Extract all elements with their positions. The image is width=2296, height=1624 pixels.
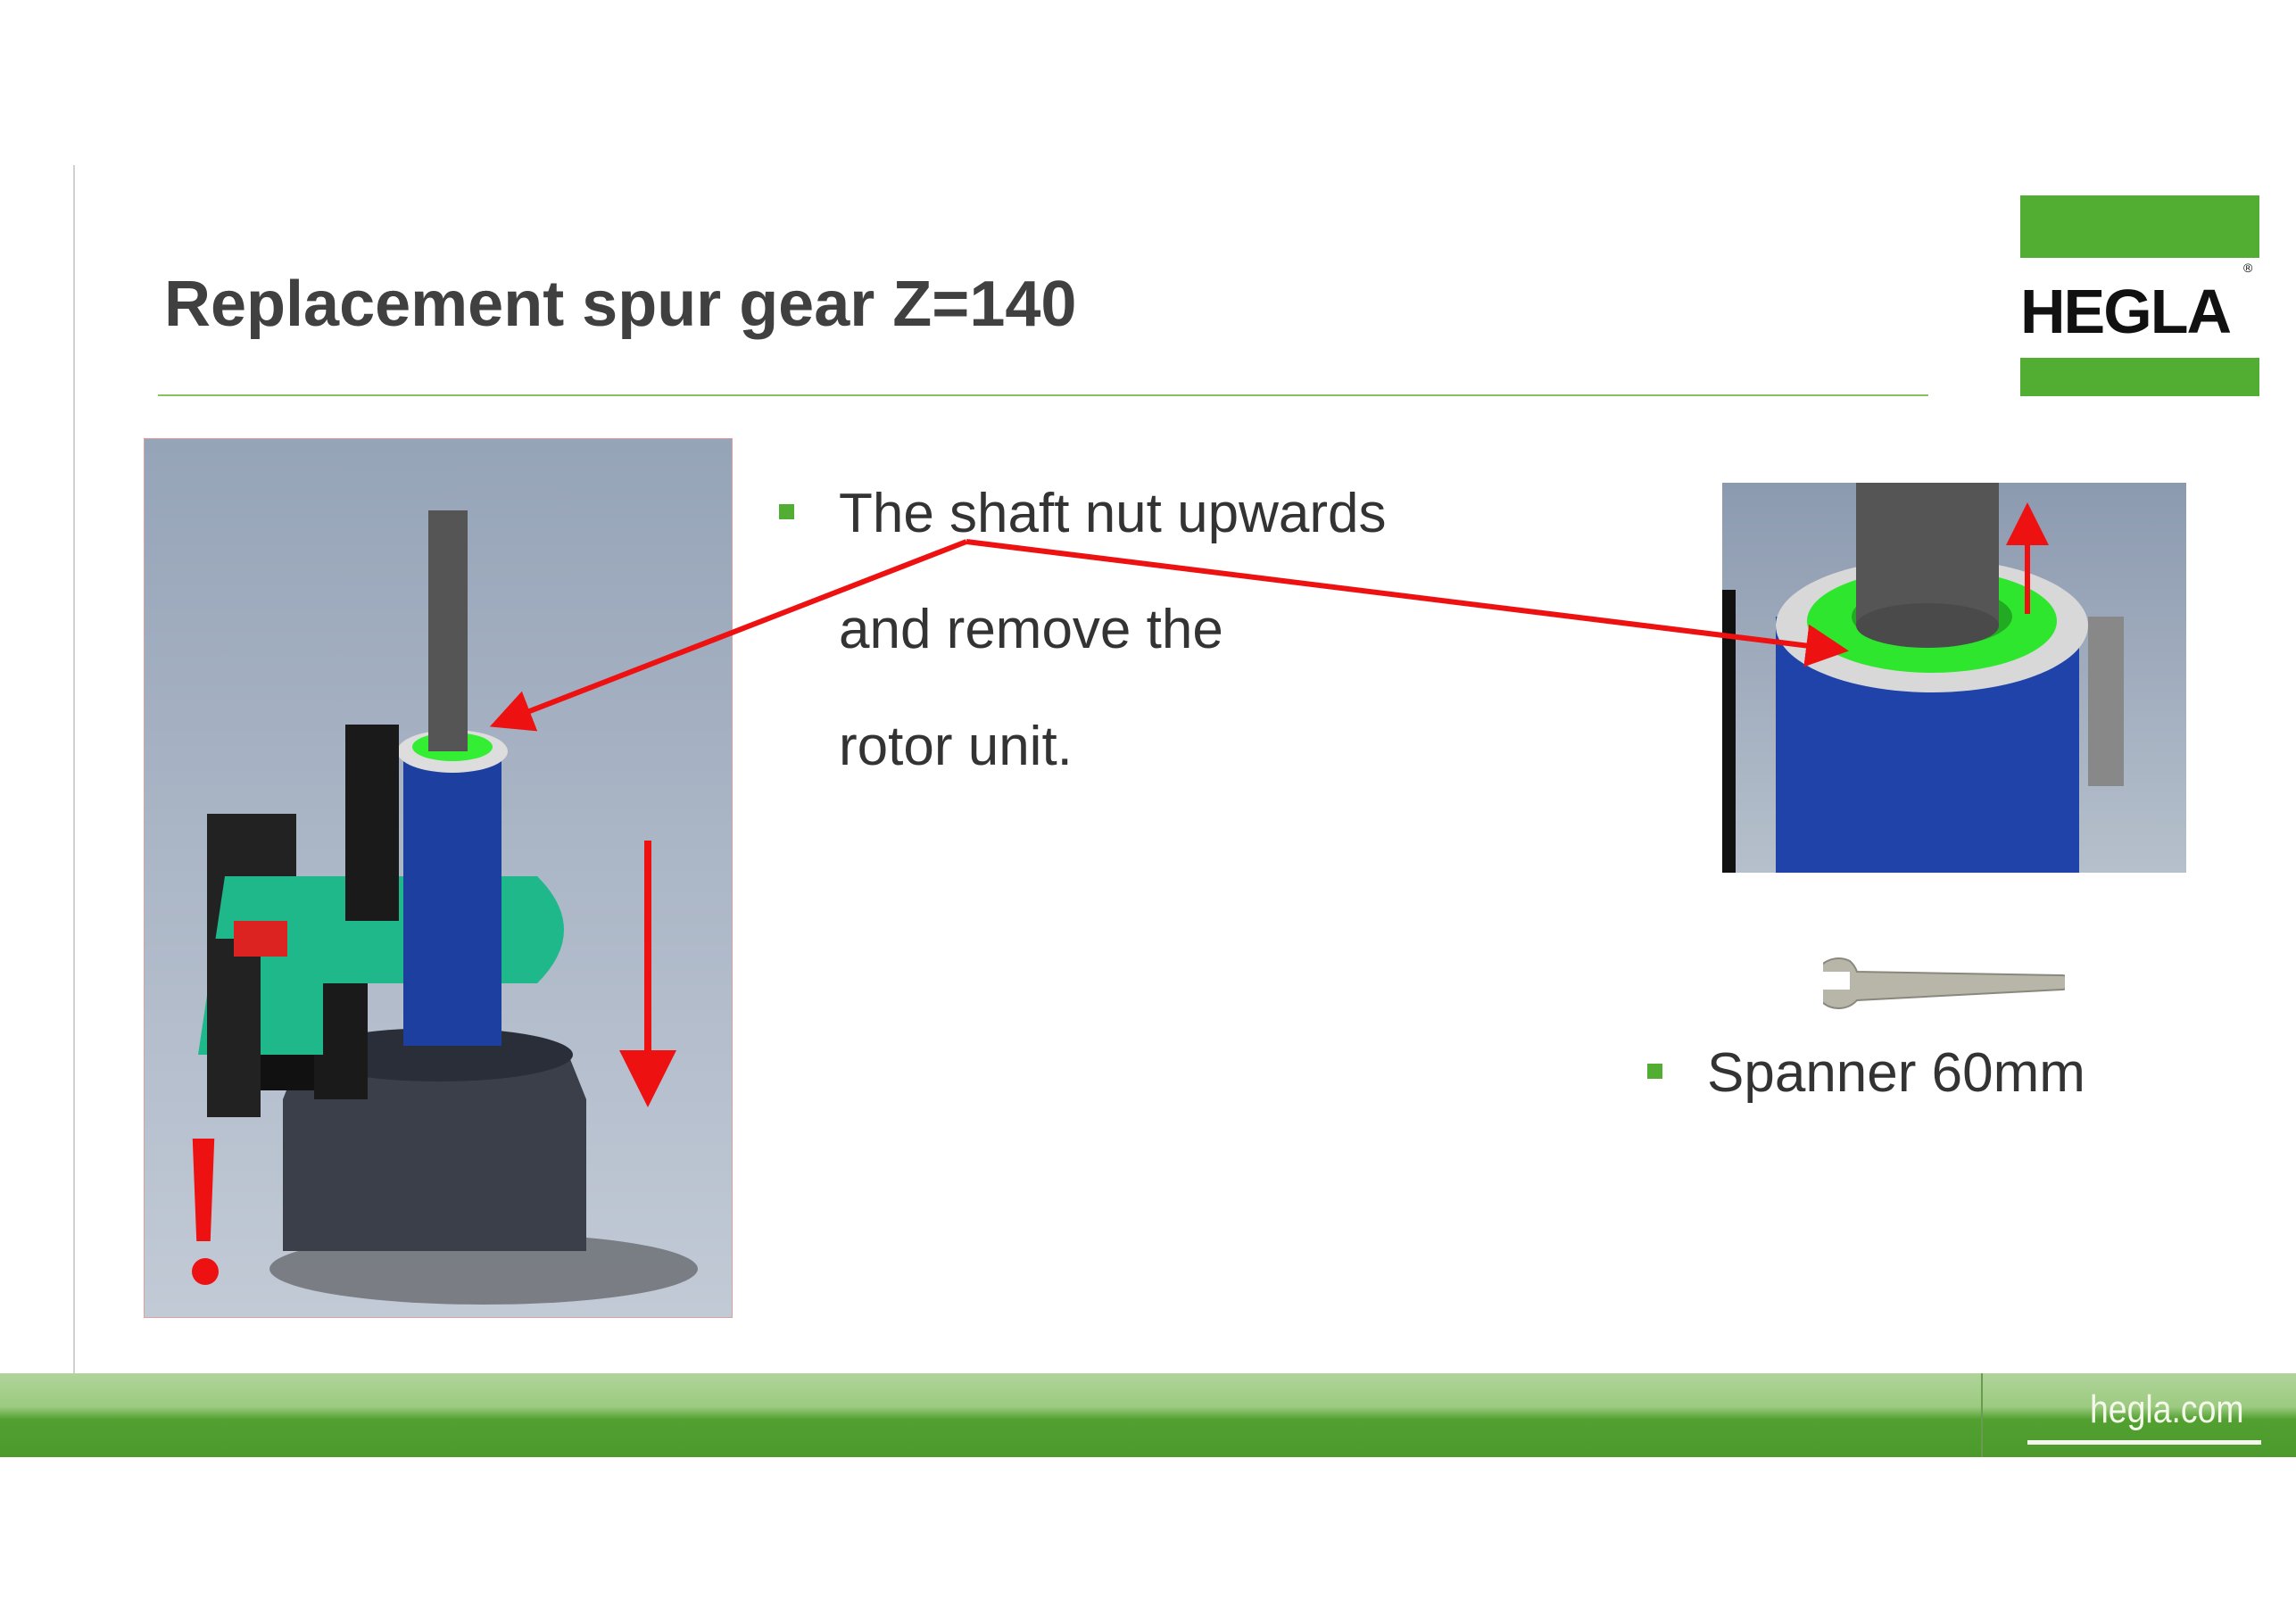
spanner-image	[1812, 952, 2070, 1011]
bullet-text-line: Spanner 60mm	[1707, 1042, 2085, 1104]
bullet-text-line: The shaft nut upwards	[839, 483, 1387, 544]
logo-text: HEGLA	[2020, 277, 2232, 346]
bullet-icon	[779, 504, 794, 519]
title-underline	[158, 394, 1928, 396]
registered-mark: ®	[2243, 261, 2253, 275]
shaft-nut-closeup-image	[1722, 483, 2186, 873]
footer-underline	[2027, 1440, 2261, 1445]
slide-title: Replacement spur gear Z=140	[164, 269, 1077, 340]
hegla-logo: HEGLA ®	[2020, 195, 2259, 396]
bullet-text-line: rotor unit.	[839, 716, 1073, 777]
bullet-icon	[1647, 1064, 1662, 1079]
bullet-text-line: and remove the	[839, 599, 1223, 660]
left-margin-line	[73, 165, 75, 1457]
footer-band	[0, 1373, 2296, 1457]
rotor-unit-cad-image	[144, 438, 733, 1318]
footer-website-link[interactable]: hegla.com	[2090, 1388, 2244, 1431]
footer-divider	[1981, 1373, 1983, 1457]
